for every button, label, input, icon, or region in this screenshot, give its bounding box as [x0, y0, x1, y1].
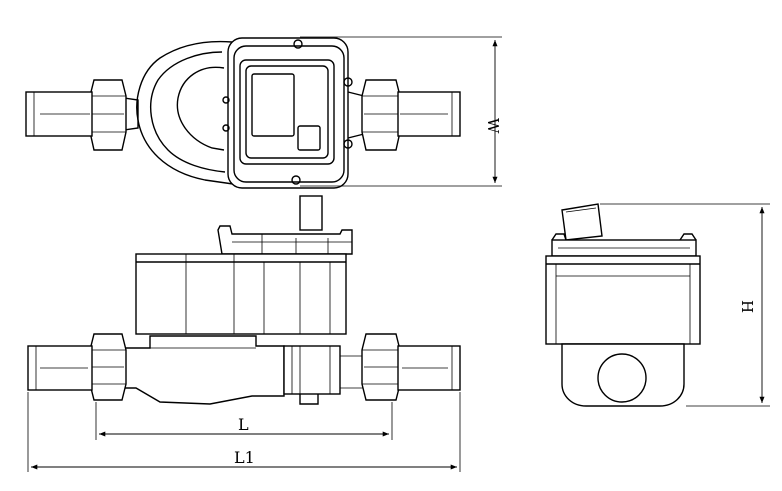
top-view — [25, 37, 461, 189]
dimension-w: W — [300, 36, 502, 187]
dimension-h: H — [600, 203, 770, 407]
dimension-label-l: L — [238, 415, 249, 434]
front-view — [27, 195, 461, 405]
dimension-label-w: W — [484, 118, 502, 134]
side-view — [545, 203, 701, 407]
dimension-l1: L1 — [27, 392, 461, 472]
dimension-label-h: H — [738, 300, 756, 313]
dimension-label-l1: L1 — [234, 448, 255, 467]
dimension-l: L — [95, 402, 393, 440]
